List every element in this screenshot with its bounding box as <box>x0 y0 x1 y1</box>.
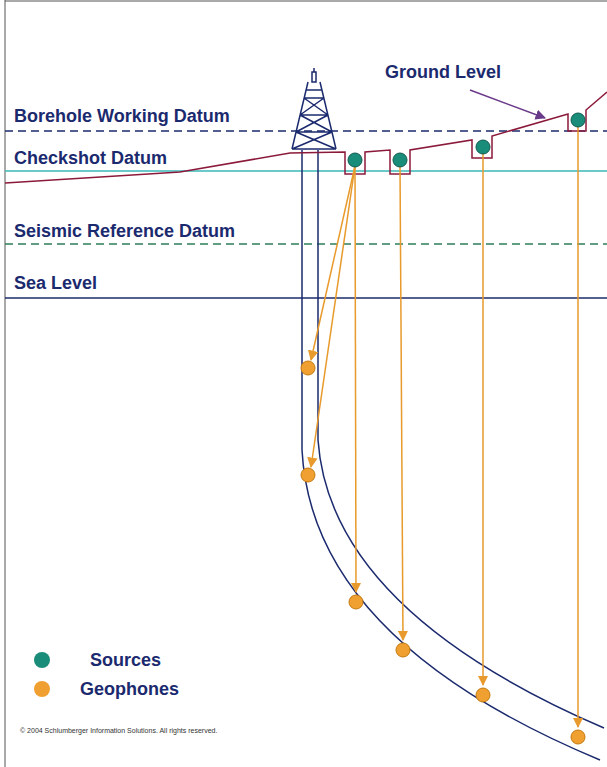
legend-text: Geophones <box>80 679 179 699</box>
legend-text: Sources <box>90 650 161 670</box>
seismic-reference-datum-line <box>5 243 607 245</box>
source-dot <box>348 113 585 167</box>
frame-line <box>5 1 607 2</box>
ground-level-line <box>5 92 607 183</box>
derrick <box>292 68 336 149</box>
frame-line <box>5 0 6 767</box>
datum-label: Checkshot Datum <box>12 148 169 168</box>
ray-path <box>311 126 578 727</box>
datum-label: Sea Level <box>12 273 99 293</box>
geophone-dot <box>301 361 585 744</box>
copyright-note: © 2004 Schlumberger Information Solution… <box>18 726 219 735</box>
ground-level-label: Ground Level <box>383 62 503 82</box>
leader-line <box>470 90 545 118</box>
borehole-wall <box>318 150 604 728</box>
checkshot-datum-line <box>5 170 607 172</box>
sea-level-line <box>5 297 607 299</box>
legend-swatch <box>34 652 50 668</box>
datum-label: Seismic Reference Datum <box>12 221 237 241</box>
datum-label: Borehole Working Datum <box>12 106 232 126</box>
borehole-wall <box>302 150 600 760</box>
legend-swatch <box>34 681 50 697</box>
